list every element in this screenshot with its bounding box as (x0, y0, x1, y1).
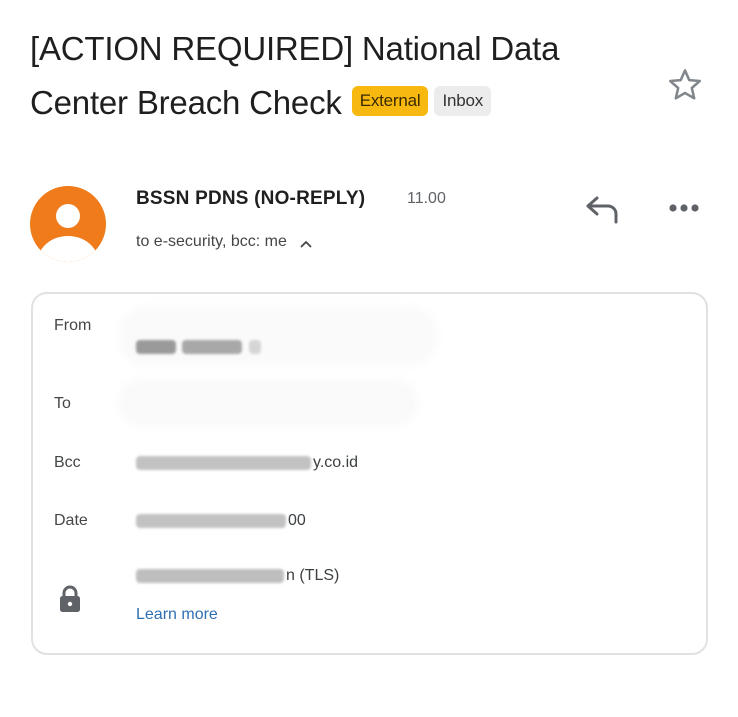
label-external[interactable]: External (351, 86, 429, 117)
redaction-blur (118, 379, 418, 427)
redaction-blur (118, 306, 438, 366)
sender-name[interactable]: BSSN PDNS (NO-REPLY) (136, 188, 366, 209)
sent-time: 11.00 (407, 190, 446, 207)
from-label: From (54, 317, 92, 334)
date-value-visible: 00 (288, 512, 306, 529)
recipients-summary: to e-security, bcc: me (136, 233, 287, 250)
recipients-toggle[interactable]: to e-security, bcc: me (136, 233, 313, 251)
security-value-visible: n (TLS) (286, 567, 340, 584)
from-value-redacted (136, 338, 263, 356)
star-button[interactable] (666, 66, 704, 104)
security-value: n (TLS) (136, 567, 339, 585)
sender-avatar[interactable] (30, 186, 106, 262)
more-options-button[interactable] (664, 196, 704, 220)
email-subject: [ACTION REQUIRED] National Data Center B… (30, 22, 630, 130)
avatar-body-shape (38, 236, 98, 262)
date-value: 00 (136, 512, 306, 530)
label-inbox[interactable]: Inbox (434, 86, 492, 117)
date-label: Date (54, 512, 88, 529)
more-horizontal-icon (669, 204, 699, 212)
reply-arrow-icon (586, 196, 618, 224)
bcc-value-visible: y.co.id (313, 454, 359, 471)
bcc-value: y.co.id (136, 454, 358, 472)
avatar-head-shape (56, 204, 80, 228)
subject-line-2: Center Breach Check (30, 84, 342, 121)
to-label: To (54, 395, 71, 412)
reply-button[interactable] (583, 192, 623, 226)
subject-line-1: [ACTION REQUIRED] National Data (30, 30, 560, 67)
learn-more-link[interactable]: Learn more (136, 606, 218, 623)
message-details-card: From To Bcc y.co.id Date 00 n (TLS) Lear… (31, 292, 708, 655)
chevron-up-icon (300, 241, 312, 248)
star-outline-icon (669, 69, 701, 100)
bcc-label: Bcc (54, 454, 81, 471)
lock-icon (60, 585, 80, 612)
